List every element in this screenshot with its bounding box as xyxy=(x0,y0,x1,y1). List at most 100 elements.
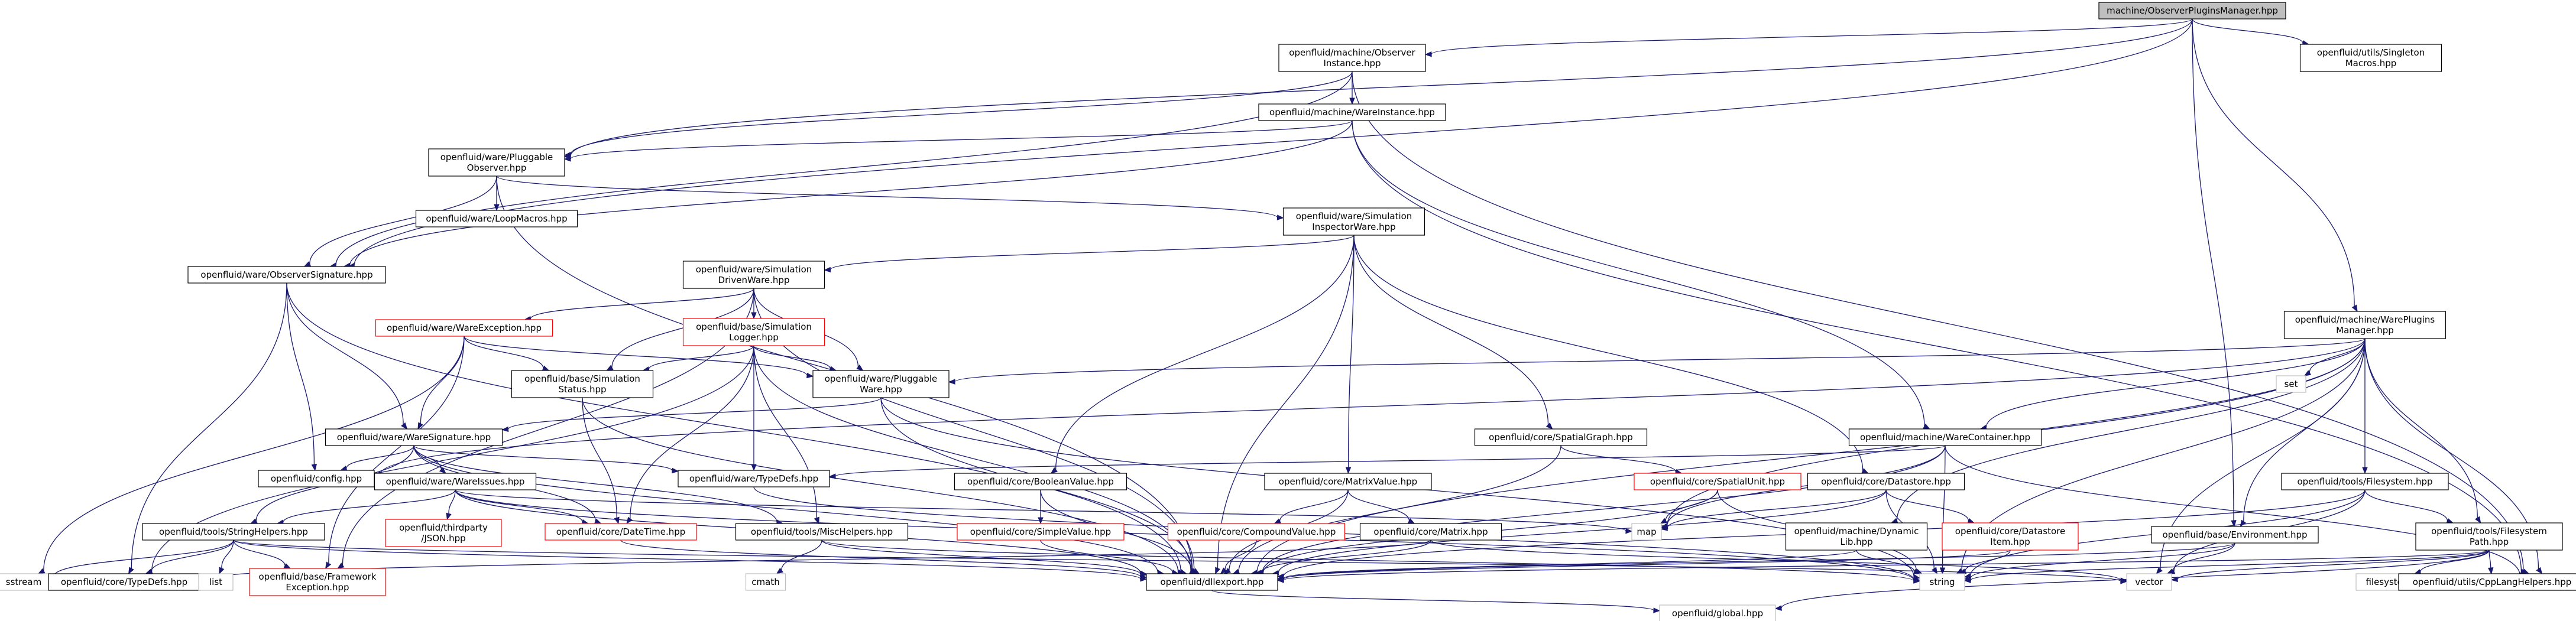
edge-obssig-to-waresig xyxy=(286,282,408,430)
node-label: openfluid/tools/Filesystem.hpp xyxy=(2297,476,2432,487)
edge-line xyxy=(2364,489,2448,521)
node-typedefs[interactable]: openfluid/ware/TypeDefs.hpp xyxy=(678,470,830,487)
node-config[interactable]: openfluid/config.hpp xyxy=(258,470,375,487)
node-box xyxy=(1282,207,1425,236)
node-waresig[interactable]: openfluid/ware/WareSignature.hpp xyxy=(325,428,503,446)
node-mischelp[interactable]: openfluid/tools/MiscHelpers.hpp xyxy=(735,523,909,541)
edge-wareinst-to-warecontainer xyxy=(1352,120,1930,430)
edge-line xyxy=(1352,71,2524,572)
node-label: openfluid/ware/Simulation xyxy=(1296,211,1412,222)
edge-line xyxy=(455,489,583,522)
node-label: openfluid/core/MatrixValue.hpp xyxy=(1279,476,1417,487)
edge-wareinst-to-pluggobs xyxy=(563,120,1353,162)
edge-line xyxy=(1278,489,1887,573)
edge-arrowhead xyxy=(2488,567,2494,575)
edge-arrowhead xyxy=(1190,568,1198,574)
edge-line xyxy=(1430,539,2121,581)
node-matrixval[interactable]: openfluid/core/MatrixValue.hpp xyxy=(1264,473,1432,490)
edge-line xyxy=(1217,235,1355,568)
edge-siminsp-to-simdriven xyxy=(824,235,1355,273)
edge-line xyxy=(753,345,831,369)
edge-arrowhead xyxy=(1050,467,1058,474)
node-label: Path.hpp xyxy=(2470,537,2509,547)
node-spatialgraph[interactable]: openfluid/core/SpatialGraph.hpp xyxy=(1474,428,1648,446)
edge-root-to-obssig xyxy=(347,18,2193,269)
node-strhelp[interactable]: openfluid/tools/StringHelpers.hpp xyxy=(142,523,325,541)
node-box xyxy=(1942,522,2079,551)
node-datetime[interactable]: openfluid/core/DateTime.hpp xyxy=(545,523,697,541)
node-box xyxy=(2415,522,2563,551)
edge-line xyxy=(2192,18,2355,307)
node-coretypedefs[interactable]: openfluid/core/TypeDefs.hpp xyxy=(48,573,200,591)
node-obssig[interactable]: openfluid/ware/ObserverSignature.hpp xyxy=(187,266,386,284)
node-dllexport[interactable]: openfluid/dllexport.hpp xyxy=(1146,573,1278,591)
node-box xyxy=(1258,103,1446,121)
edge-spatialgraph-to-spatialunit xyxy=(1560,445,1683,475)
edge-arrowhead xyxy=(563,151,571,158)
edge-line xyxy=(1261,539,1431,573)
edge-arrowhead xyxy=(2303,370,2312,376)
edge-siminsp-to-boolval xyxy=(1050,235,1355,474)
edge-arrowhead xyxy=(2170,576,2178,583)
node-wareexc[interactable]: openfluid/ware/WareException.hpp xyxy=(375,319,553,337)
node-cpplang[interactable]: openfluid/utils/CppLangHelpers.hpp xyxy=(2398,573,2576,591)
edge-arrowhead xyxy=(219,567,225,575)
node-warecontainer[interactable]: openfluid/machine/WareContainer.hpp xyxy=(1848,428,2042,446)
node-spatialunit[interactable]: openfluid/core/SpatialUnit.hpp xyxy=(1634,473,1801,490)
edge-line xyxy=(1279,489,1349,521)
edge-line xyxy=(420,336,465,424)
node-label: cmath xyxy=(751,577,779,587)
node-box xyxy=(2098,2,2286,19)
node-datastore[interactable]: openfluid/core/Datastore.hpp xyxy=(1807,473,1965,490)
node-box xyxy=(325,428,503,446)
node-box xyxy=(1264,473,1432,490)
node-compval[interactable]: openfluid/core/CompoundValue.hpp xyxy=(1167,523,1346,541)
node-box xyxy=(735,523,909,541)
edge-line xyxy=(630,345,754,519)
edge-boolval-to-simpleval xyxy=(1038,490,1044,525)
node-box xyxy=(428,148,565,177)
edge-warepm-to-pluggware xyxy=(948,338,2366,385)
node-box xyxy=(258,470,375,487)
edge-warecontainer-to-memory xyxy=(1945,445,2527,578)
node-wareissues[interactable]: openfluid/ware/WareIssues.hpp xyxy=(374,473,537,490)
node-fstools[interactable]: openfluid/tools/Filesystem.hpp xyxy=(2281,473,2449,490)
edge-line xyxy=(954,338,2366,382)
node-json[interactable]: openfluid/thirdparty/JSON.hpp xyxy=(385,519,502,547)
node-box xyxy=(2299,44,2442,72)
edge-wareinst-to-memory xyxy=(1352,120,2528,574)
node-env[interactable]: openfluid/base/Environment.hpp xyxy=(2151,526,2319,544)
node-siminsp[interactable]: openfluid/ware/SimulationInspectorWare.h… xyxy=(1282,207,1425,236)
edge-line xyxy=(221,539,234,568)
edge-line xyxy=(1352,120,1925,427)
node-label: openfluid/ware/ObserverSignature.hpp xyxy=(200,269,372,280)
edge-arrowhead xyxy=(1038,517,1044,525)
edge-arrowhead xyxy=(1967,518,1975,524)
node-root[interactable]: machine/ObserverPluginsManager.hpp xyxy=(2098,2,2286,19)
node-string: string xyxy=(1919,573,1965,591)
node-loopmacros[interactable]: openfluid/ware/LoopMacros.hpp xyxy=(415,210,578,227)
node-label: openfluid/utils/Singleton xyxy=(2317,47,2425,58)
edge-line xyxy=(286,282,315,465)
node-box xyxy=(1167,523,1346,541)
edge-arrowhead xyxy=(751,312,757,320)
node-wareinst[interactable]: openfluid/machine/WareInstance.hpp xyxy=(1258,103,1446,121)
edge-line xyxy=(1667,489,1887,529)
edge-arrowhead xyxy=(2536,567,2543,575)
node-matrix[interactable]: openfluid/core/Matrix.hpp xyxy=(1359,523,1502,541)
node-simpleval[interactable]: openfluid/core/SimpleValue.hpp xyxy=(957,523,1125,541)
node-boolval[interactable]: openfluid/core/BooleanValue.hpp xyxy=(954,473,1127,490)
